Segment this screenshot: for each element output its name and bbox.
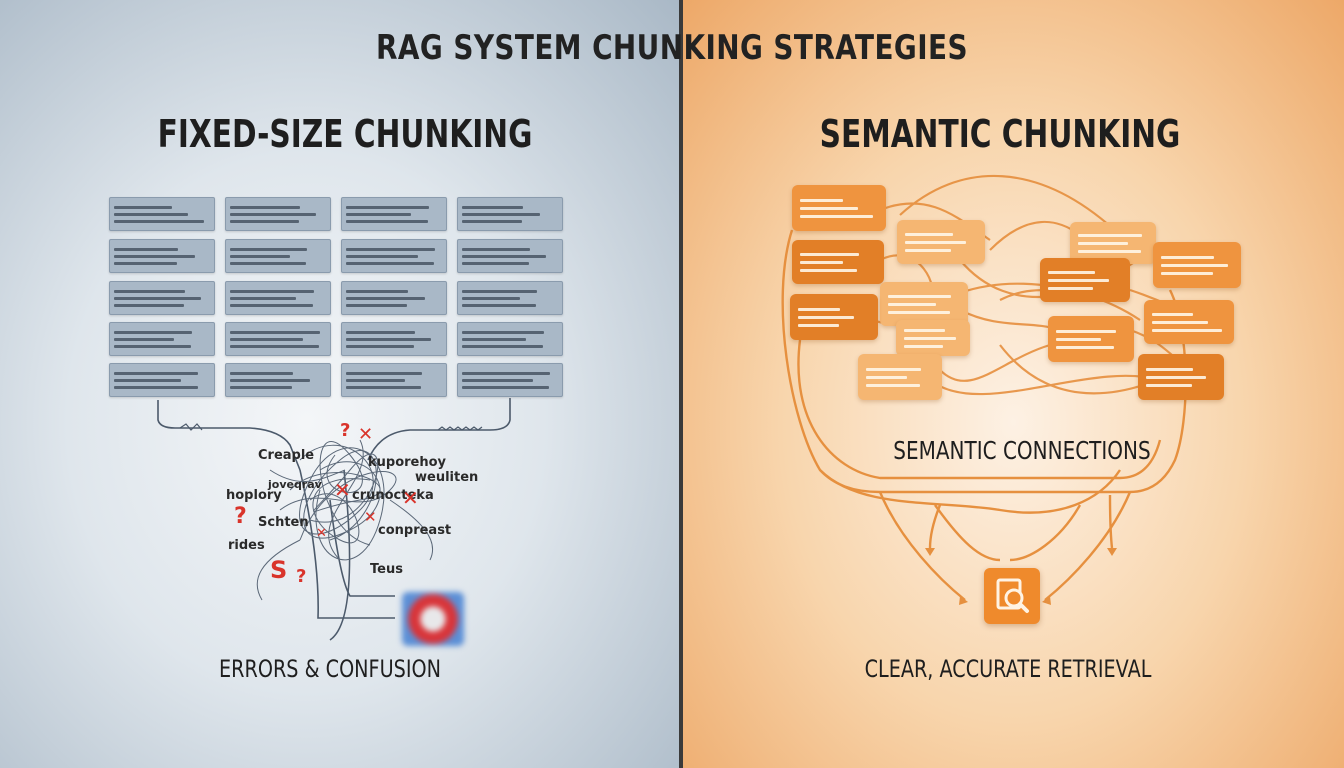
error-s-icon: S [270,556,288,584]
error-x-icon: ✕ [364,508,377,526]
question-mark-icon: ? [234,504,247,529]
fixed-chunk [341,322,447,356]
semantic-chunk [897,220,985,264]
question-mark-icon: ? [340,420,351,441]
fixed-chunk [109,363,215,397]
error-x-icon: ✕ [402,486,419,510]
question-mark-icon: ? [296,566,307,587]
error-x-icon: ✕ [358,424,374,445]
fixed-chunk [457,197,563,231]
scattered-word: rides [228,538,265,553]
semantic-chunk [880,282,968,326]
semantic-chunk [1144,300,1234,344]
scattered-word: joveqrav [268,478,322,491]
scattered-word: crunocteka [352,488,434,503]
error-x-icon: ✕ [316,526,327,541]
scattered-word: Teus [370,562,403,577]
semantic-chunk [1153,242,1241,288]
scattered-word: weuliten [415,470,479,485]
fixed-chunk [225,363,331,397]
scattered-word: hoplory [226,488,282,503]
semantic-chunk [1048,316,1134,362]
semantic-chunk [792,185,886,231]
confusion-tangle [157,398,511,641]
scattered-word: Schten [258,515,309,530]
semantic-chunk [896,320,970,356]
left-caption: ERRORS & CONFUSION [219,655,441,683]
fixed-chunk [109,281,215,315]
fixed-chunk [109,239,215,273]
fixed-chunk [341,197,447,231]
semantic-chunk [1070,222,1156,264]
fixed-chunk [341,239,447,273]
semantic-chunk [1040,258,1130,302]
semantic-chunking-panel [683,0,1344,768]
fixed-chunk [225,281,331,315]
fixed-chunk [225,322,331,356]
fixed-chunk [109,322,215,356]
fixed-chunk [457,239,563,273]
semantic-chunk [792,240,884,284]
right-caption: CLEAR, ACCURATE RETRIEVAL [864,655,1152,683]
broken-document-icon [402,592,464,646]
fixed-chunk [457,322,563,356]
panel-divider [679,0,683,768]
fixed-chunk [341,363,447,397]
magnifier-document-icon [984,568,1040,624]
semantic-chunk [790,294,878,340]
scattered-word: kuporehoy [368,455,447,470]
scattered-word: conpreast [378,523,452,538]
error-x-icon: ✕ [334,478,351,502]
fixed-chunk [109,197,215,231]
fixed-chunking-title: FIXED-SIZE CHUNKING [157,112,533,156]
semantic-chunk [858,354,942,400]
fixed-chunk [457,363,563,397]
page-title: RAG SYSTEM CHUNKING STRATEGIES [376,28,968,68]
semantic-connections-label: SEMANTIC CONNECTIONS [893,436,1151,465]
fixed-chunk [225,197,331,231]
semantic-chunk [1138,354,1224,400]
fixed-chunk [225,239,331,273]
fixed-chunk [341,281,447,315]
semantic-chunking-title: SEMANTIC CHUNKING [819,112,1181,156]
scattered-word: Creaple [258,448,315,463]
fixed-chunk [457,281,563,315]
